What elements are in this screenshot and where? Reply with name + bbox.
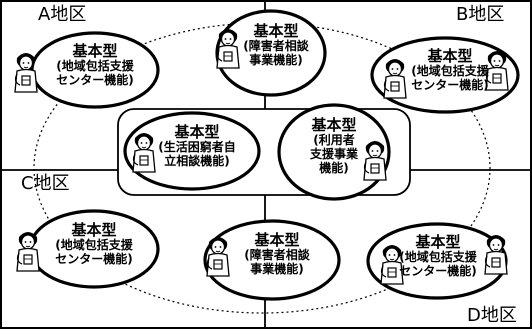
node-line: センター機能) [56, 73, 134, 88]
ellipse-bottom-center [203, 219, 341, 301]
node-mid-right: 基本型 (利用者 支援事業 機能) [294, 116, 374, 176]
ellipse-mid-left [123, 111, 261, 191]
staff-person-icon [16, 231, 40, 272]
node-title: 基本型 [174, 123, 220, 141]
node-line: (地域包括支援 [56, 59, 134, 74]
node-line: 機能) [319, 160, 349, 175]
staff-person-icon [206, 236, 230, 277]
node-line: (地域包括支援 [411, 64, 489, 79]
node-line: (障害者相談 [243, 39, 309, 54]
node-mid-left: 基本型 (生活困窮者自 立相談機能) [142, 123, 252, 169]
node-bottom-left: 基本型 (地域包括支援 センター機能) [44, 221, 144, 267]
node-line: 支援事業 [309, 147, 358, 162]
node-title: 基本型 [254, 231, 300, 249]
node-line: (利用者 [313, 133, 355, 148]
district-label-a: A地区 [38, 4, 87, 25]
ellipse-top-center [215, 9, 327, 97]
node-title: 基本型 [415, 233, 461, 251]
node-line: (生活困窮者自 [158, 140, 236, 155]
node-title: 基本型 [72, 42, 118, 60]
node-title: 基本型 [427, 47, 473, 65]
node-bottom-right: 基本型 (地域包括支援 センター機能) [388, 233, 488, 279]
node-line: (地域包括支援 [55, 238, 133, 253]
node-line: センター機能) [55, 252, 133, 267]
network-dotted-circle [33, 22, 491, 314]
node-line: (地域包括支援 [399, 250, 477, 265]
staff-person-icon [484, 234, 508, 275]
node-top-center: 基本型 (障害者相談 事業機能) [231, 22, 321, 68]
node-line: 事業機能) [250, 262, 304, 277]
node-bottom-center: 基本型 (障害者相談 事業機能) [232, 231, 322, 277]
ellipse-top-right [370, 36, 520, 114]
district-label-d: D地区 [467, 305, 517, 326]
node-line: センター機能) [399, 264, 477, 279]
node-title: 基本型 [311, 116, 357, 134]
district-label-b: B地区 [456, 4, 505, 25]
district-label-c: C地区 [21, 173, 70, 194]
node-line: センター機能) [411, 78, 489, 93]
ellipse-mid-right [277, 103, 391, 201]
node-line: 事業機能) [249, 53, 303, 68]
node-line: 立相談機能) [164, 154, 230, 169]
node-line: (障害者相談 [244, 248, 310, 263]
node-title: 基本型 [253, 22, 299, 40]
node-top-left: 基本型 (地域包括支援 センター機能) [45, 42, 145, 88]
staff-person-icon [14, 52, 38, 93]
node-title: 基本型 [71, 221, 117, 239]
node-top-right: 基本型 (地域包括支援 センター機能) [400, 47, 500, 93]
